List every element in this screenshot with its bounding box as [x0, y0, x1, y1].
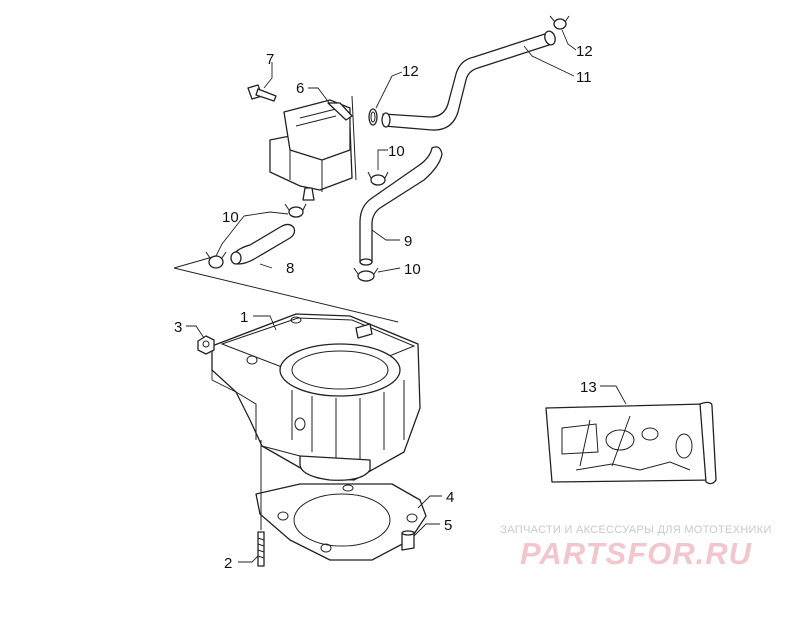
part-11-breather-hose[interactable]: [381, 30, 557, 131]
part-6-breather-tank[interactable]: [269, 95, 357, 201]
part-10-clamp-d[interactable]: [353, 267, 379, 282]
part-13-gasket-set[interactable]: [545, 401, 717, 485]
callout-6: 6: [296, 80, 304, 97]
callout-3: 3: [174, 319, 182, 336]
part-7-bolt[interactable]: [247, 84, 277, 102]
part-12-clamp-upper[interactable]: [549, 15, 570, 30]
callout-10-upper-right: 10: [388, 143, 405, 160]
watermark: ЗАПЧАСТИ И АКСЕССУАРЫ ДЛЯ МОТОТЕХНИКИ PA…: [486, 524, 786, 572]
watermark-logo: PARTSFOR.RU: [519, 536, 753, 571]
part-2-stud[interactable]: [257, 440, 265, 567]
callout-5: 5: [444, 517, 452, 534]
part-5-dowel-pin[interactable]: [401, 530, 415, 551]
part-10-clamp-b[interactable]: [205, 251, 227, 269]
callout-7: 7: [266, 51, 274, 68]
callout-9: 9: [404, 233, 412, 250]
part-10-clamp-c[interactable]: [367, 171, 389, 186]
part-12-clamp-lower[interactable]: [368, 108, 378, 126]
callout-10-upper-left: 10: [222, 209, 239, 226]
part-3-nut[interactable]: [197, 335, 215, 355]
watermark-subtitle: ЗАПЧАСТИ И АКСЕССУАРЫ ДЛЯ МОТОТЕХНИКИ: [500, 524, 772, 536]
callout-11: 11: [576, 69, 592, 86]
part-10-clamp-a[interactable]: [284, 203, 307, 218]
callout-12-center: 12: [402, 63, 419, 80]
callout-1: 1: [240, 309, 248, 326]
part-9-hose[interactable]: [359, 146, 443, 266]
callout-4: 4: [446, 489, 454, 506]
leader-lines: [186, 29, 627, 563]
part-1-cylinder[interactable]: [211, 313, 421, 481]
part-8-hose[interactable]: [230, 223, 296, 265]
perspective-line: [173, 255, 399, 323]
callout-10-lower-right: 10: [404, 261, 421, 278]
callout-8: 8: [286, 260, 294, 277]
callout-12-right: 12: [576, 43, 593, 60]
callout-13: 13: [580, 379, 597, 396]
part-4-base-gasket[interactable]: [255, 483, 427, 561]
callout-2: 2: [224, 555, 232, 572]
